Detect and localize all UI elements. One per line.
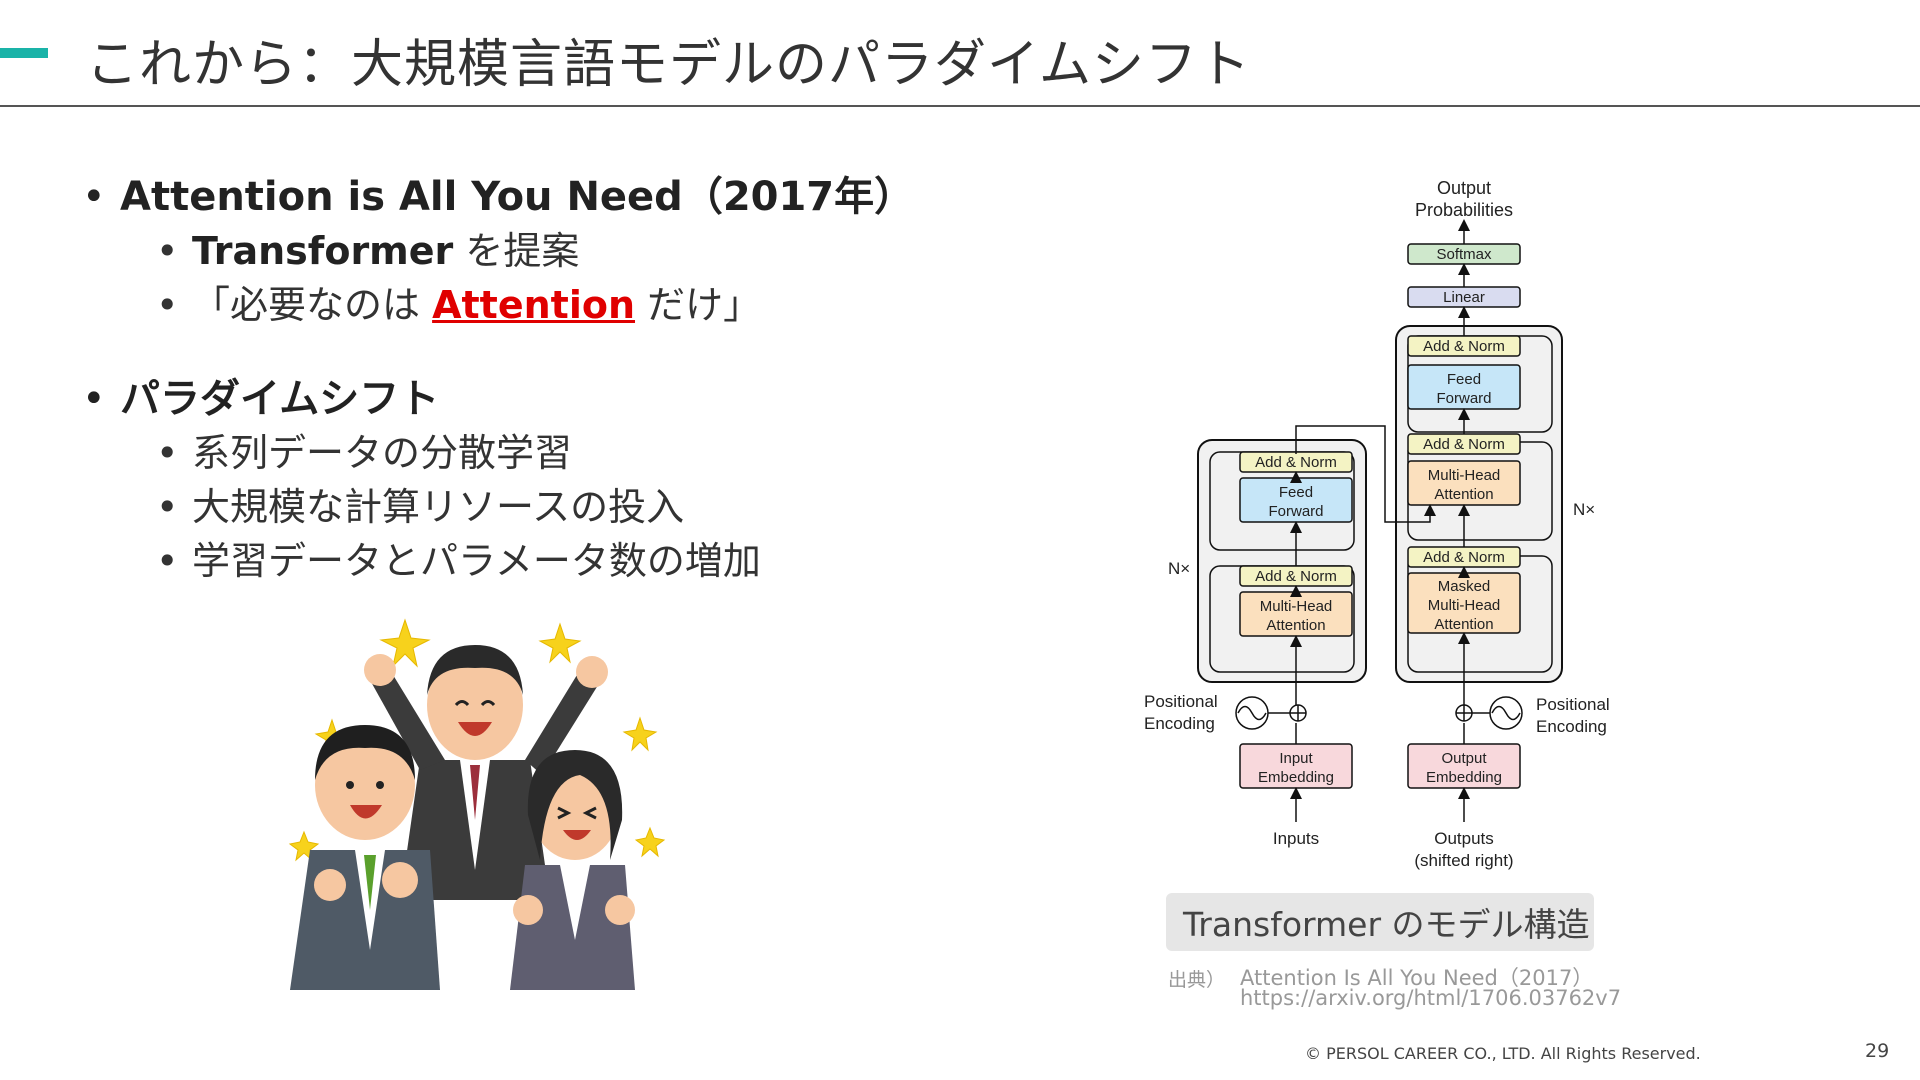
encoder-positional-label-2: Encoding	[1144, 714, 1215, 733]
bullet-transformer-rest: を提案	[453, 229, 580, 273]
bullet-attention-pre: 「必要なのは	[192, 283, 433, 327]
source-label: 出典）	[1168, 969, 1226, 991]
decoder-add-norm-top-label: Add & Norm	[1423, 338, 1505, 355]
masked-mha-label-2: Attention	[1434, 616, 1493, 633]
encoder-frame	[1197, 439, 1367, 683]
bullet-attention-highlight: Attention	[432, 283, 636, 327]
bullet-paradigm-item: 学習データとパラメータ数の増加	[80, 534, 960, 588]
center-man	[364, 645, 608, 900]
masked-label: Masked	[1438, 578, 1491, 595]
source-url: https://arxiv.org/html/1706.03762v7	[1240, 986, 1622, 1010]
diagram-caption: Transformer のモデル構造	[1183, 905, 1590, 944]
encoder-mha-label-2: Attention	[1266, 617, 1325, 634]
decoder-feed-label: Feed	[1447, 371, 1481, 388]
decoder-add-norm-mid-label: Add & Norm	[1423, 436, 1505, 453]
bullet-attention-post: だけ」	[635, 283, 762, 327]
encoder-add-norm-top-label: Add & Norm	[1255, 454, 1337, 471]
inputs-label: Inputs	[1273, 829, 1319, 848]
right-woman	[510, 750, 635, 990]
linear-label: Linear	[1443, 289, 1485, 306]
bullet-heading-paradigm: パラダイムシフト	[80, 372, 960, 426]
input-embedding-label-1: Input	[1279, 750, 1313, 767]
bullet-attention-only: 「必要なのは Attention だけ」	[80, 278, 960, 332]
output-embedding-label-2: Embedding	[1426, 769, 1502, 786]
title-accent-bar	[0, 48, 48, 58]
output-probabilities-label: Output	[1437, 178, 1491, 198]
output-embedding-label-1: Output	[1441, 750, 1487, 767]
bullet-transformer: Transformer を提案	[80, 224, 960, 278]
bullet-gap	[80, 332, 960, 372]
decoder-nx-label: N×	[1573, 500, 1595, 519]
celebrating-people-illustration	[288, 618, 666, 990]
slide-title: これから：大規模言語モデルのパラダイムシフト	[86, 35, 1251, 95]
outputs-label-1: Outputs	[1434, 829, 1494, 848]
left-man	[290, 725, 440, 990]
decoder-positional-label-1: Positional	[1536, 695, 1610, 714]
bullet-paradigm-item: 系列データの分散学習	[80, 426, 960, 480]
encoder-mha-label-1: Multi-Head	[1260, 598, 1333, 615]
transformer-diagram: Output Probabilities Softmax Linear Add …	[1144, 178, 1610, 870]
softmax-label: Softmax	[1436, 246, 1492, 263]
bullet-list: Attention is All You Need（2017年） Transfo…	[80, 170, 960, 588]
copyright-notice: © PERSOL CAREER CO., LTD. All Rights Res…	[1305, 1044, 1701, 1063]
bullet-heading-attention: Attention is All You Need（2017年）	[80, 170, 960, 224]
input-embedding-label-2: Embedding	[1258, 769, 1334, 786]
encoder-nx-label: N×	[1168, 559, 1190, 578]
bullet-paradigm-item: 大規模な計算リソースの投入	[80, 480, 960, 534]
decoder-mha-label-2: Attention	[1434, 486, 1493, 503]
sparkle-icons	[288, 618, 666, 862]
decoder-add-norm-bottom-label: Add & Norm	[1423, 549, 1505, 566]
encoder-positional-label-1: Positional	[1144, 692, 1218, 711]
outputs-label-2: (shifted right)	[1414, 851, 1513, 870]
decoder-positional-label-2: Encoding	[1536, 717, 1607, 736]
source-title: Attention Is All You Need（2017）	[1240, 966, 1594, 990]
encoder-feed-label: Feed	[1279, 484, 1313, 501]
decoder-forward-label: Forward	[1436, 390, 1491, 407]
output-probabilities-label-2: Probabilities	[1415, 200, 1513, 220]
diagram-arrows	[1290, 219, 1470, 822]
decoder-mha-label-1: Multi-Head	[1428, 467, 1501, 484]
encoder-add-norm-bottom-label: Add & Norm	[1255, 568, 1337, 585]
masked-mha-label-1: Multi-Head	[1428, 597, 1501, 614]
page-number: 29	[1865, 1040, 1890, 1062]
bullet-transformer-strong: Transformer	[192, 229, 454, 273]
encoder-forward-label: Forward	[1268, 503, 1323, 520]
title-divider	[0, 105, 1920, 107]
caption-box	[1166, 893, 1594, 951]
